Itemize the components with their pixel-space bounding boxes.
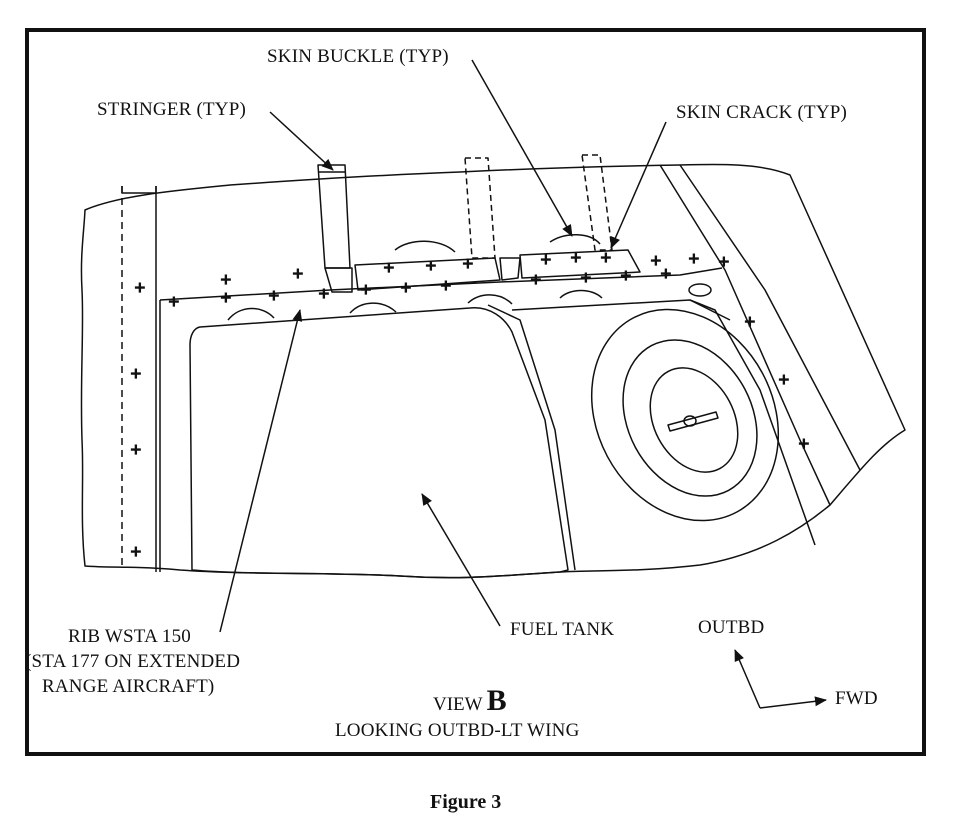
leader-skin-crack (610, 121, 667, 249)
svg-text:+: + (778, 372, 790, 388)
access-door-ring (622, 339, 758, 497)
wing-skin-outline (80, 163, 906, 579)
svg-text:+: + (130, 544, 142, 560)
rib-label-line1: RIB WSTA 150 (68, 626, 191, 647)
leader-rib (219, 309, 303, 633)
rib-label-line3: RANGE AIRCRAFT) (42, 676, 215, 697)
skin-buckle-label: SKIN BUCKLE (TYP) (267, 46, 449, 67)
fwd-label: FWD (835, 688, 878, 709)
leader-stringer (269, 111, 334, 171)
svg-text:+: + (660, 266, 672, 282)
svg-text:+: + (600, 250, 612, 266)
svg-text:+: + (268, 288, 280, 304)
svg-text:+: + (318, 286, 330, 302)
view-subtitle: LOOKING OUTBD-LT WING (335, 720, 580, 741)
figure-caption: Figure 3 (430, 791, 502, 813)
svg-text:+: + (650, 253, 662, 269)
figure-frame (25, 28, 926, 756)
skin-crack-label: SKIN CRACK (TYP) (676, 102, 848, 123)
access-door-outer (590, 308, 780, 522)
svg-text:+: + (462, 256, 474, 272)
svg-text:+: + (292, 266, 304, 282)
svg-text:+: + (580, 270, 592, 286)
svg-text:+: + (620, 268, 632, 284)
leader-skin-buckle (471, 59, 573, 237)
direction-arrows (734, 649, 761, 709)
svg-text:+: + (425, 258, 437, 274)
svg-text:+: + (130, 366, 142, 382)
svg-text:+: + (220, 290, 232, 306)
svg-text:+: + (530, 272, 542, 288)
svg-text:+: + (168, 294, 180, 310)
svg-text:+: + (718, 254, 730, 270)
rib-flange (159, 267, 723, 301)
svg-text:+: + (360, 282, 372, 298)
fuel-tank-label: FUEL TANK (510, 619, 615, 640)
svg-text:+: + (383, 260, 395, 276)
svg-text:+: + (744, 314, 756, 330)
rib-label-line2: (STA 177 ON EXTENDED (25, 651, 241, 672)
svg-text:+: + (400, 280, 412, 296)
view-word: VIEW (433, 694, 483, 715)
svg-text:+: + (570, 250, 582, 266)
svg-text:+: + (688, 251, 700, 267)
svg-text:+: + (220, 272, 232, 288)
svg-text:+: + (540, 252, 552, 268)
view-letter: B (486, 684, 507, 717)
outbd-label: OUTBD (698, 617, 765, 638)
svg-text:+: + (130, 442, 142, 458)
svg-text:+: + (134, 280, 146, 296)
stringer-label: STRINGER (TYP) (97, 99, 246, 120)
svg-text:+: + (440, 278, 452, 294)
fuel-tank-panel (189, 307, 569, 579)
leader-fuel-tank (421, 493, 501, 627)
svg-text:+: + (798, 436, 810, 452)
